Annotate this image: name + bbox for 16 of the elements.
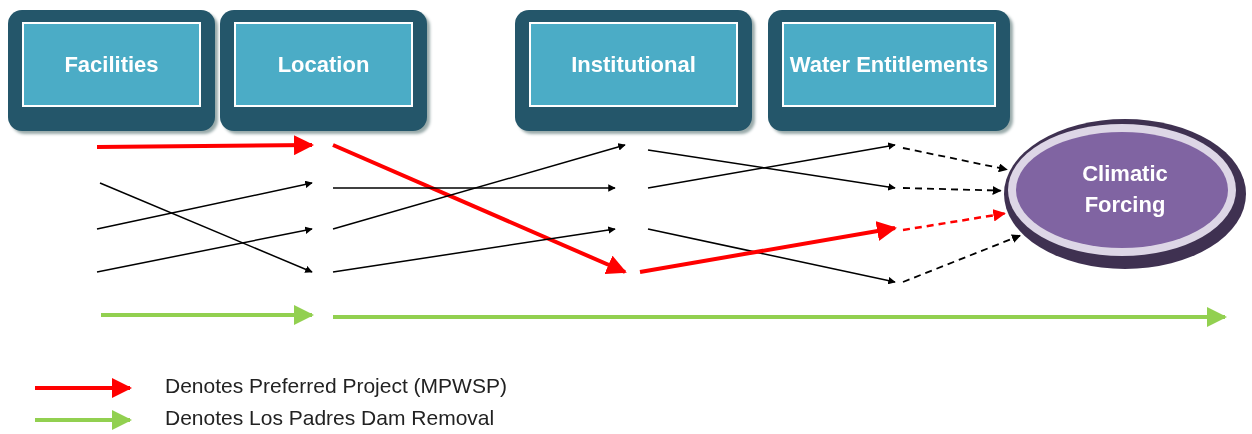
header-box [515, 10, 752, 131]
legend-text: Denotes Los Padres Dam Removal [165, 406, 495, 430]
header-label: Facilities [64, 51, 159, 79]
dashed-arrow [902, 147, 1008, 173]
header-box [8, 10, 215, 131]
header-label: Water Entitlements [789, 51, 989, 79]
ellipse-node [1003, 118, 1247, 270]
header-box [768, 10, 1010, 131]
dashed-arrow [902, 234, 1021, 283]
dashed-arrow [902, 209, 1006, 232]
header-box [220, 10, 427, 131]
ellipse-label: Climatic Forcing [1081, 160, 1169, 219]
legend-text: Denotes Preferred Project (MPWSP) [165, 374, 507, 398]
header-label: Location [277, 51, 370, 79]
header-label: Institutional [571, 51, 696, 79]
dashed-arrow [902, 185, 1002, 195]
